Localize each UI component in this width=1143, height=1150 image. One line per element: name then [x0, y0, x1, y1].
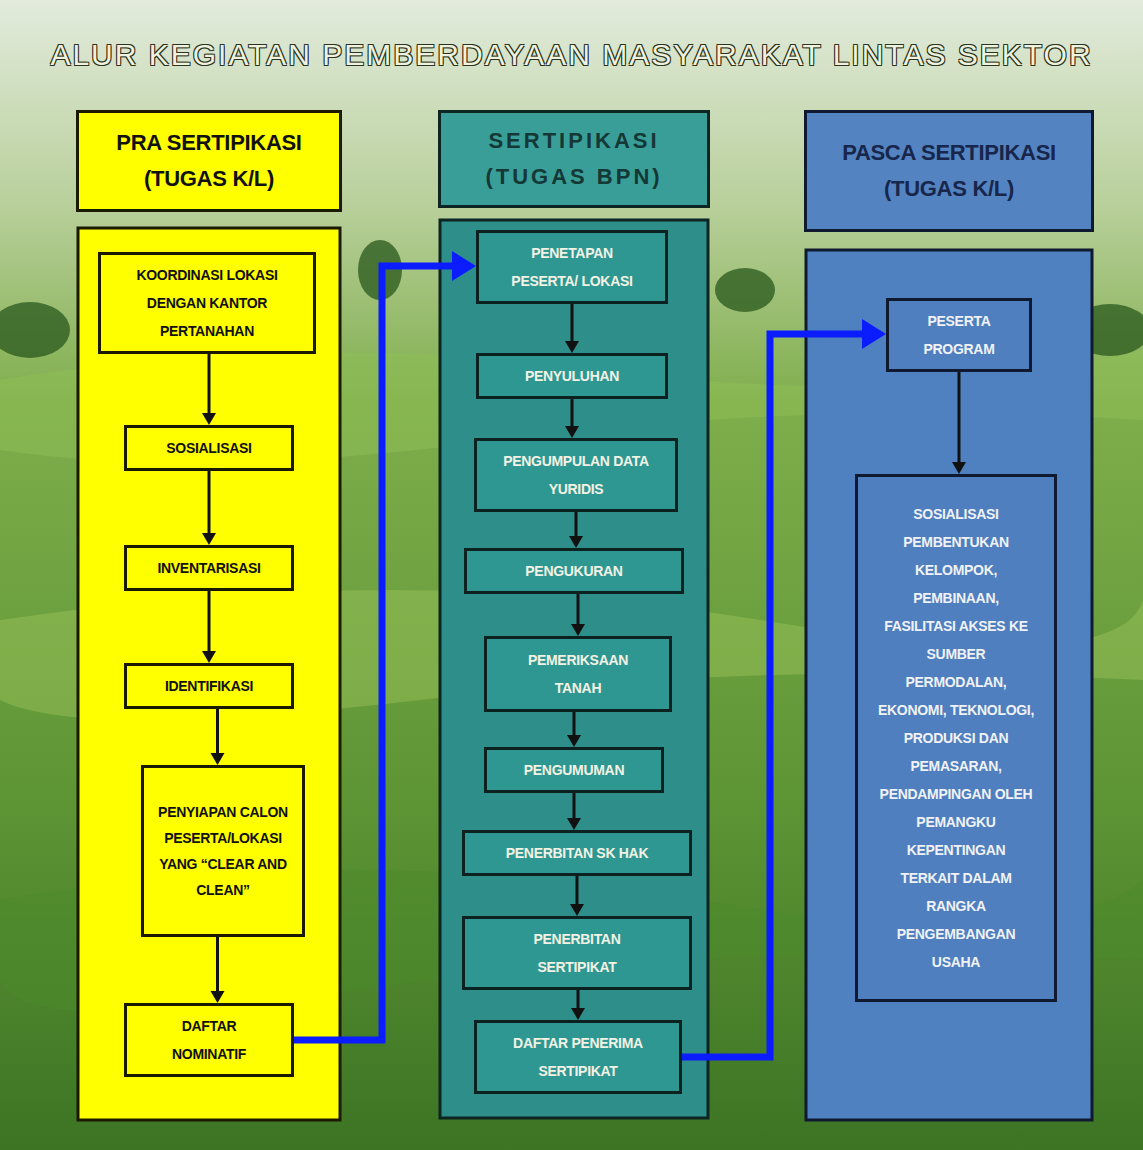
step-arrow — [211, 937, 225, 1003]
box-label: SOSIALISASI — [166, 434, 251, 462]
process-box: DAFTAR PENERIMA SERTIPIKAT — [474, 1020, 682, 1094]
box-label: INVENTARISASI — [157, 554, 260, 582]
process-box: PENGUMUMAN — [484, 747, 664, 793]
box-label: PENETAPAN PESERTA/ LOKASI — [497, 239, 647, 295]
step-arrow — [567, 712, 581, 747]
arrow-head — [862, 319, 886, 349]
arrow-head — [202, 533, 216, 545]
step-arrow — [569, 512, 583, 548]
box-label: PASCA SERTIPIKASI (TUGAS K/L) — [813, 135, 1085, 207]
process-box: PENERBITAN SERTIPIKAT — [462, 916, 692, 990]
arrow-head — [565, 426, 579, 438]
arrow-head — [569, 536, 583, 548]
connector-line — [573, 793, 576, 820]
box-label: PENGUMPULAN DATA YURIDIS — [496, 447, 656, 503]
process-box: KOORDINASI LOKASI DENGAN KANTOR PERTANAH… — [98, 252, 316, 354]
process-box: PEMERIKSAAN TANAH — [484, 636, 672, 712]
connector-line — [294, 266, 457, 1040]
connector-line — [216, 937, 219, 993]
box-label: PEMERIKSAAN TANAH — [513, 646, 643, 702]
step-arrow — [202, 591, 216, 663]
connector-line — [216, 709, 219, 755]
connector-line — [208, 471, 211, 535]
step-arrow — [565, 399, 579, 438]
arrow-head — [570, 904, 584, 916]
certification-panel — [440, 220, 708, 1118]
box-label: PENYIAPAN CALON PESERTA/LOKASI YANG “CLE… — [153, 799, 293, 903]
pre-certification-panel — [78, 228, 340, 1120]
box-label: KOORDINASI LOKASI DENGAN KANTOR PERTANAH… — [107, 261, 307, 345]
connector-line — [208, 591, 211, 653]
step-arrow — [202, 471, 216, 545]
title-bar: ALUR KEGIATAN PEMBERDAYAAN MASYARAKAT LI… — [0, 38, 1143, 72]
phase-header: PRA SERTIPIKASI (TUGAS K/L) — [76, 110, 342, 212]
process-box: PENERBITAN SK HAK — [462, 830, 692, 876]
arrow-head — [952, 462, 966, 474]
arrow-head — [211, 991, 225, 1003]
diagram-title: ALUR KEGIATAN PEMBERDAYAAN MASYARAKAT LI… — [50, 38, 1092, 71]
post-certification-panel — [806, 250, 1092, 1120]
arrow-head — [452, 251, 476, 281]
process-box: PENGUMPULAN DATA YURIDIS — [474, 438, 678, 512]
box-label: PESERTA PROGRAM — [904, 307, 1014, 363]
step-arrow — [952, 372, 966, 474]
connector-line — [682, 334, 867, 1057]
box-label: PENYULUHAN — [525, 362, 619, 390]
process-box: SOSIALISASI PEMBENTUKAN KELOMPOK, PEMBIN… — [855, 474, 1057, 1002]
connector-line — [208, 354, 211, 415]
box-label: DAFTAR NOMINATIF — [144, 1012, 274, 1068]
arrow-head — [202, 651, 216, 663]
box-label: PENERBITAN SK HAK — [506, 839, 648, 867]
arrow-head — [567, 818, 581, 830]
process-box: PESERTA PROGRAM — [886, 298, 1032, 372]
box-label: PRA SERTIPIKASI (TUGAS K/L) — [85, 125, 333, 197]
connector-line — [577, 990, 580, 1010]
arrow-head — [211, 753, 225, 765]
box-label: IDENTIFIKASI — [165, 672, 253, 700]
box-label: PENERBITAN SERTIPIKAT — [502, 925, 652, 981]
arrow-head — [571, 624, 585, 636]
arrow-head — [202, 413, 216, 425]
arrow-head — [565, 341, 579, 353]
box-label: DAFTAR PENERIMA SERTIPIKAT — [483, 1029, 673, 1085]
process-box: IDENTIFIKASI — [124, 663, 294, 709]
connector-line — [575, 512, 578, 538]
connector-line — [958, 372, 961, 464]
connector-line — [571, 304, 574, 343]
arrow-head — [567, 735, 581, 747]
step-arrow — [571, 990, 585, 1020]
connector-line — [573, 712, 576, 737]
step-arrow — [211, 709, 225, 765]
box-label: PENGUKURAN — [525, 557, 622, 585]
phase-header: PASCA SERTIPIKASI (TUGAS K/L) — [804, 110, 1094, 232]
process-box: PENYIAPAN CALON PESERTA/LOKASI YANG “CLE… — [141, 765, 305, 937]
connector-line — [576, 876, 579, 906]
box-label: SOSIALISASI PEMBENTUKAN KELOMPOK, PEMBIN… — [876, 500, 1036, 976]
connector-line — [577, 594, 580, 626]
process-box: DAFTAR NOMINATIF — [124, 1003, 294, 1077]
process-box: SOSIALISASI — [124, 425, 294, 471]
process-box: INVENTARISASI — [124, 545, 294, 591]
process-box: PENETAPAN PESERTA/ LOKASI — [476, 230, 668, 304]
step-arrow — [571, 594, 585, 636]
step-arrow — [565, 304, 579, 353]
phase-header: SERTIPIKASI (TUGAS BPN) — [438, 110, 710, 208]
connector-line — [571, 399, 574, 428]
step-arrow — [567, 793, 581, 830]
arrow-head — [571, 1008, 585, 1020]
step-arrow — [570, 876, 584, 916]
process-box: PENYULUHAN — [476, 353, 668, 399]
flow-arrow — [294, 251, 476, 1040]
process-box: PENGUKURAN — [464, 548, 684, 594]
box-label: PENGUMUMAN — [524, 756, 624, 784]
step-arrow — [202, 354, 216, 425]
box-label: SERTIPIKASI (TUGAS BPN) — [447, 123, 701, 195]
